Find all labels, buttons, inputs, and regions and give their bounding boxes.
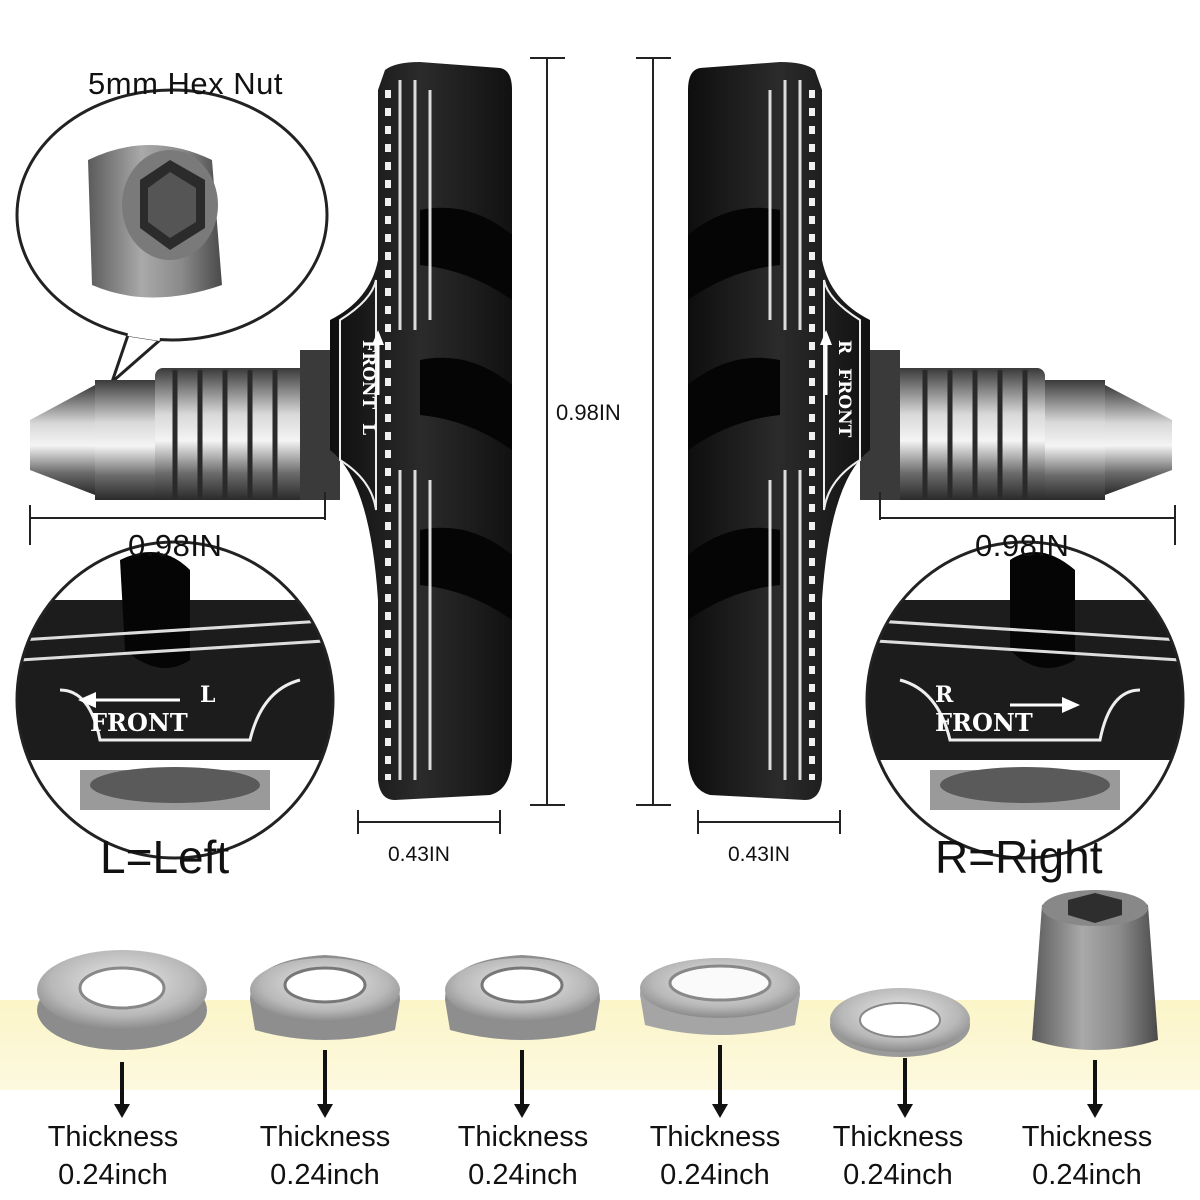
left-side-label: L=Left <box>100 831 230 883</box>
right-zoom-marking: FRONT <box>935 708 1033 737</box>
right-pad-front-text: FRONT <box>834 368 854 438</box>
right-zoom-detail <box>865 540 1185 860</box>
left-brake-pad <box>30 62 512 800</box>
washer-6-hex-nut <box>1032 890 1158 1050</box>
left-post-length: 0.98IN <box>128 528 223 563</box>
left-pad-letter: L <box>358 423 378 436</box>
washer-5 <box>830 988 970 1057</box>
washer-3-value: 0.24inch <box>468 1159 578 1191</box>
washer-2-caption: Thickness 0.24inch <box>230 1118 420 1194</box>
washer-arrows <box>114 1045 1103 1118</box>
left-zoom-marking: FRONT <box>90 708 188 737</box>
washer-1-caption: Thickness 0.24inch <box>18 1118 208 1194</box>
right-pad-width: 0.43IN <box>728 843 790 866</box>
washer-1-value: 0.24inch <box>58 1159 168 1191</box>
right-zoom-front-text: FRONT <box>935 708 1033 737</box>
washer-5-caption: Thickness 0.24inch <box>803 1118 993 1194</box>
right-pad-letter: R <box>834 340 854 355</box>
washer-6-value: 0.24inch <box>1032 1159 1142 1191</box>
washer-4 <box>640 958 800 1035</box>
left-pad-front-text: FRONT <box>358 340 378 410</box>
washer-3 <box>445 955 600 1040</box>
right-post-length: 0.98IN <box>975 528 1070 563</box>
left-zoom-front-text: FRONT <box>90 708 188 737</box>
washer-2-label: Thickness <box>259 1121 391 1153</box>
left-zoom-detail <box>15 540 335 860</box>
left-pad-width: 0.43IN <box>388 843 450 866</box>
washer-3-label: Thickness <box>457 1121 589 1153</box>
right-pad-marking: R FRONT <box>820 340 860 450</box>
washer-4-label: Thickness <box>649 1121 781 1153</box>
washer-5-value: 0.24inch <box>843 1159 953 1191</box>
washer-4-caption: Thickness 0.24inch <box>620 1118 810 1194</box>
washer-set <box>37 890 1158 1057</box>
left-zoom-letter: L <box>200 682 216 708</box>
right-side-label: R=Right <box>935 831 1103 883</box>
hex-nut-callout <box>15 88 329 387</box>
washer-6-caption: Thickness 0.24inch <box>992 1118 1182 1194</box>
right-brake-pad <box>688 62 1172 800</box>
left-pad-marking: FRONT L <box>344 340 384 450</box>
washer-4-value: 0.24inch <box>660 1159 770 1191</box>
washer-2 <box>250 955 400 1040</box>
pad-height-label: 0.98IN <box>556 400 621 425</box>
dimension-lines <box>29 57 1176 834</box>
washer-6-label: Thickness <box>1021 1121 1153 1153</box>
washer-2-value: 0.24inch <box>270 1159 380 1191</box>
washer-3-caption: Thickness 0.24inch <box>428 1118 618 1194</box>
washer-1-label: Thickness <box>47 1121 179 1153</box>
washer-5-label: Thickness <box>832 1121 964 1153</box>
washer-1 <box>37 950 207 1050</box>
right-zoom-letter: R <box>935 682 954 708</box>
hex-nut-label: 5mm Hex Nut <box>88 66 283 101</box>
